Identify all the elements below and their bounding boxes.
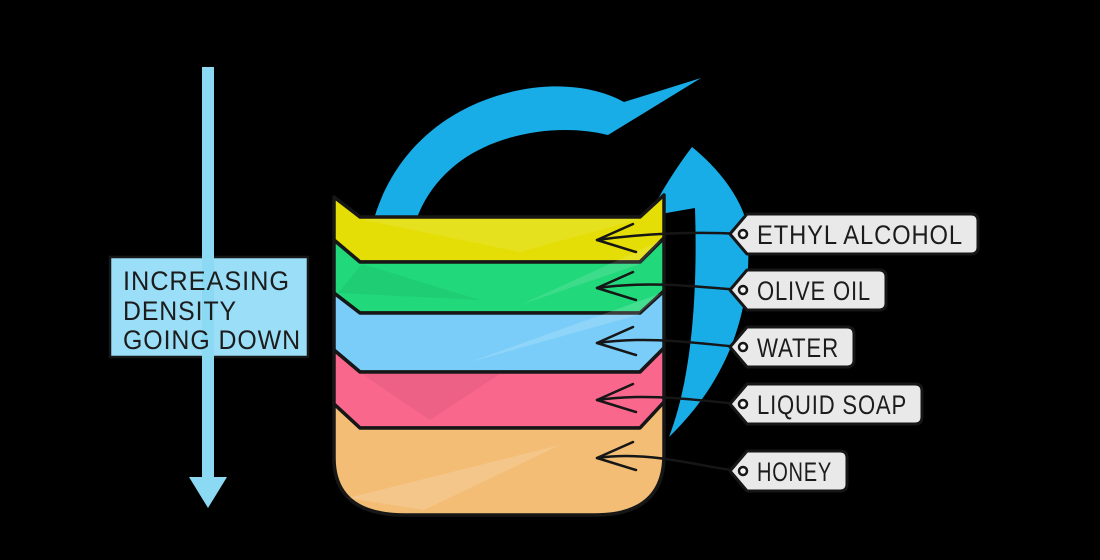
tag-label-honey: HONEY [757, 457, 832, 487]
pointer-arrowhead-icon [595, 382, 638, 414]
tag-liquid-soap: LIQUID SOAP [728, 382, 924, 426]
layer-tags: ETHYL ALCOHOL OLIVE OIL WATER LIQUID SOAP HO… [728, 212, 980, 493]
rotation-arrow-sweep [365, 78, 701, 300]
rotation-arrow-icon [365, 78, 749, 437]
tag-string-honey [595, 454, 744, 473]
tag-shape [728, 449, 849, 493]
density-note-line-1: INCREASING [123, 266, 290, 296]
tag-eyelet-icon [737, 228, 749, 240]
density-note-line-2: DENSITY [123, 296, 237, 326]
pointer-arrowhead-icon [595, 325, 638, 357]
tag-ethyl-alcohol: ETHYL ALCOHOL [728, 212, 980, 256]
beaker [332, 193, 666, 517]
pointer-arrowhead-icon [595, 222, 638, 254]
tag-eyelet-icon [737, 284, 749, 296]
shade-facet [470, 293, 662, 362]
tag-label-ethyl-alcohol: ETHYL ALCOHOL [757, 220, 963, 250]
tag-label-liquid-soap: LIQUID SOAP [757, 390, 907, 420]
tag-eyelet-icon [737, 465, 749, 477]
tag-shape [728, 325, 856, 369]
tag-label-olive-oil: OLIVE OIL [757, 276, 871, 306]
tag-honey: HONEY [728, 449, 849, 493]
tag-shape [728, 212, 980, 256]
shade-facet [362, 374, 500, 420]
layer-shading [338, 219, 662, 510]
rotation-arrow-head-segment [649, 147, 749, 437]
shade-facet [520, 240, 662, 305]
shade-facet [348, 445, 560, 510]
density-note-line-3: GOING DOWN [123, 325, 301, 355]
pointer-arrowhead-icon [595, 440, 638, 472]
pointer-arrowhead-icon [595, 270, 638, 302]
tag-label-water: WATER [757, 333, 839, 363]
tag-shape [728, 382, 924, 426]
tag-shape [728, 268, 888, 312]
density-note: INCREASING DENSITY GOING DOWN [108, 67, 310, 508]
tag-eyelet-icon [737, 341, 749, 353]
tag-eyelet-icon [737, 398, 749, 410]
down-arrow-head-icon [189, 477, 227, 508]
shade-facet [338, 264, 480, 300]
down-arrow-shaft [202, 67, 214, 479]
tag-olive-oil: OLIVE OIL [728, 268, 888, 312]
tag-water: WATER [728, 325, 856, 369]
shade-facet [360, 219, 640, 252]
